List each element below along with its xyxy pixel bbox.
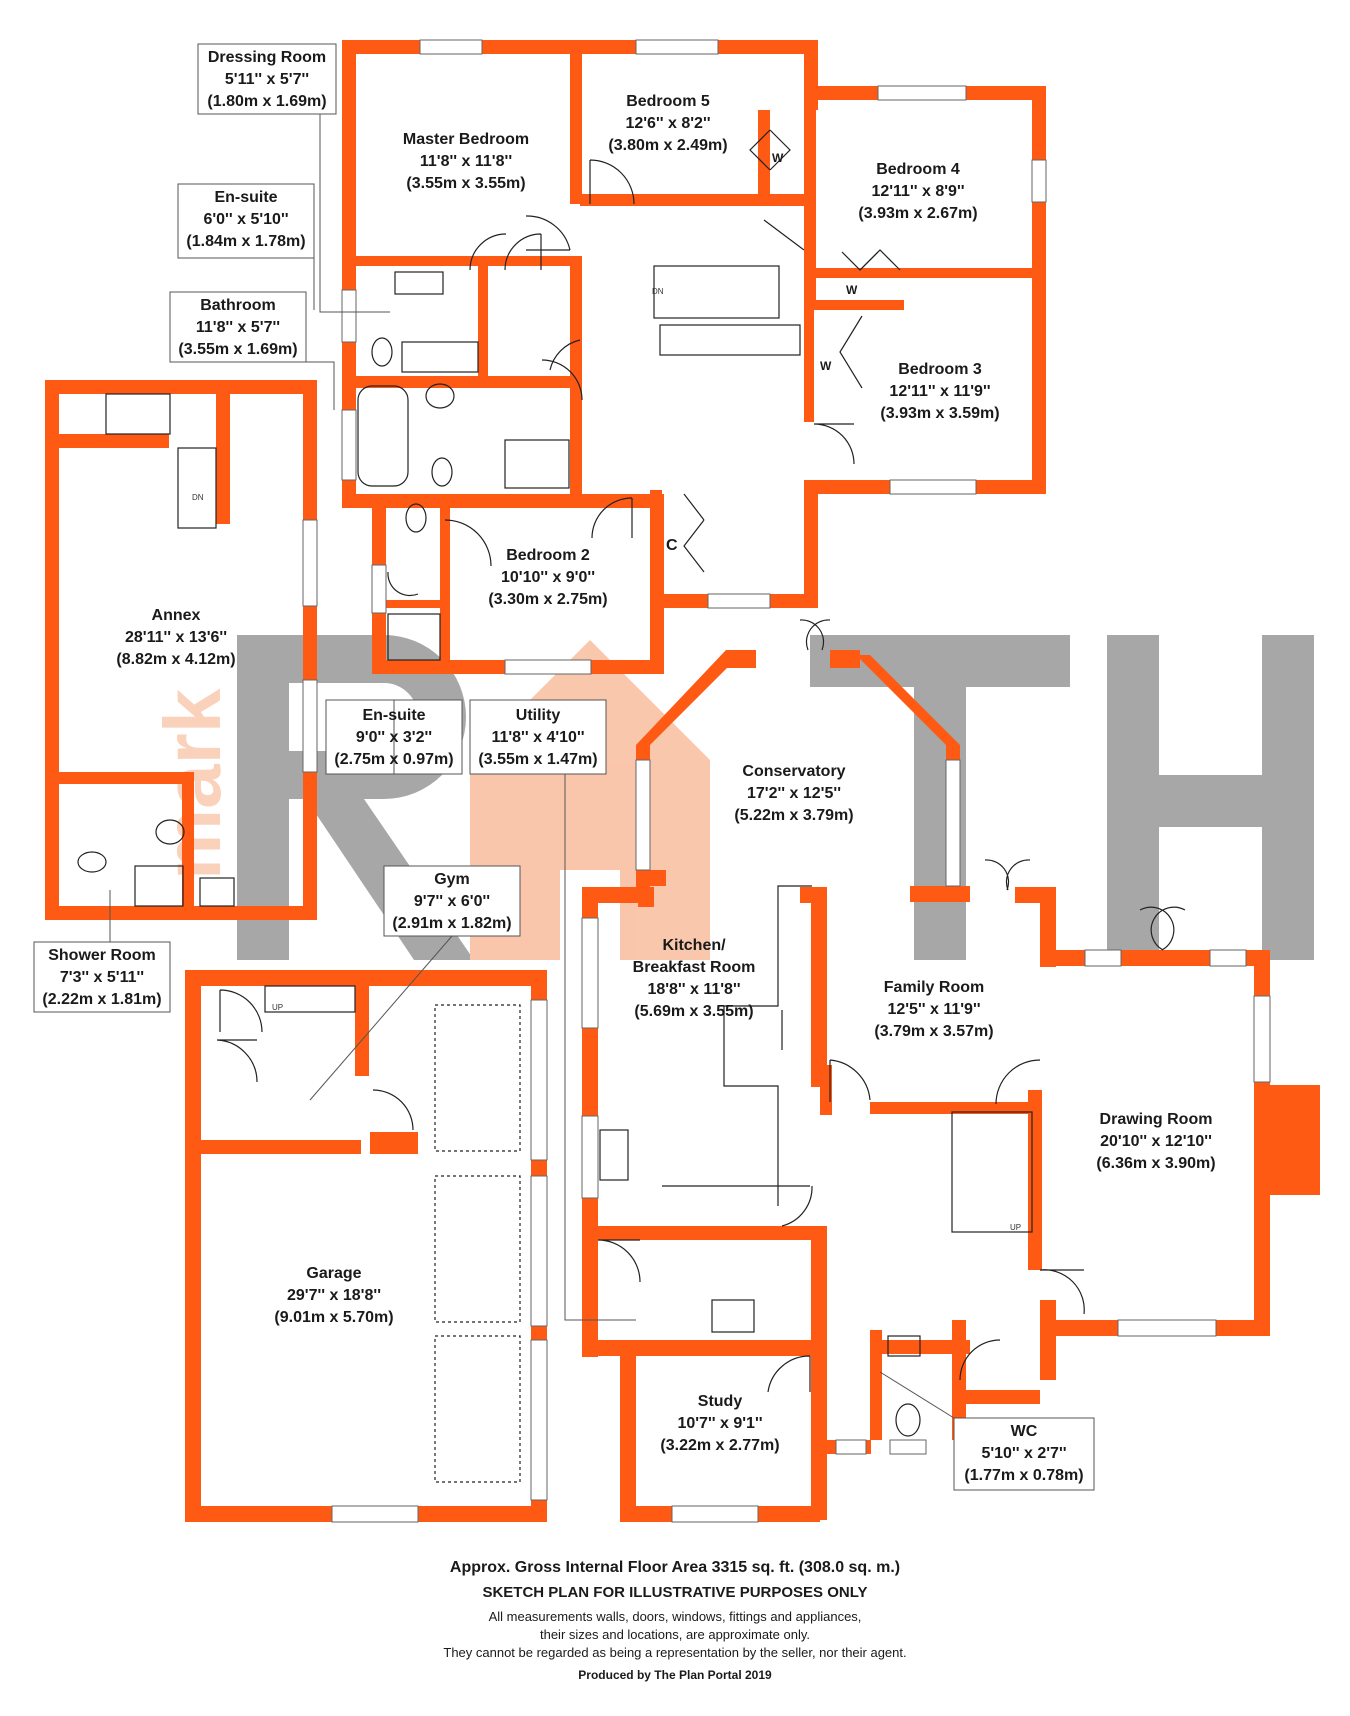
drawing-room-name: Drawing Room: [1100, 1111, 1213, 1128]
ensuite2-imperial: 9'0'' x 3'2'': [356, 729, 432, 746]
floor-area-text: Approx. Gross Internal Floor Area 3315 s…: [449, 1559, 901, 1576]
kitchen-imperial: 18'8'' x 11'8'': [647, 981, 740, 998]
annex-imperial: 28'11'' x 13'6'': [125, 629, 227, 646]
annex-stair-down-mark: DN: [192, 493, 204, 502]
garage-name: Garage: [306, 1265, 361, 1282]
disclaimer: All measurements walls, doors, windows, …: [0, 1608, 1350, 1662]
bedroom4-name: Bedroom 4: [876, 161, 960, 178]
conservatory-imperial: 17'2'' x 12'5'': [747, 785, 841, 802]
kitchen-name-line2: Breakfast Room: [633, 959, 756, 976]
label-boxes: [33, 43, 1095, 1491]
study-metric: (3.22m x 2.77m): [660, 1437, 779, 1454]
drawing-room-metric: (6.36m x 3.90m): [1096, 1155, 1215, 1172]
conservatory-name: Conservatory: [742, 763, 845, 780]
gym-name: Gym: [434, 871, 470, 888]
bedroom3-metric: (3.93m x 3.59m): [880, 405, 999, 422]
produced-by: Produced by The Plan Portal 2019: [578, 1668, 772, 1682]
disclaimer-line-3: They cannot be regarded as being a repre…: [443, 1645, 907, 1660]
kitchen-metric: (5.69m x 3.55m): [634, 1003, 753, 1020]
family-room-metric: (3.79m x 3.57m): [874, 1023, 993, 1040]
bathroom-metric: (3.55m x 1.69m): [178, 341, 297, 358]
wc-name: WC: [1011, 1423, 1038, 1440]
master-bedroom-imperial: 11'8'' x 11'8'': [420, 153, 512, 170]
master-bedroom-name: Master Bedroom: [403, 131, 529, 148]
utility-name: Utility: [516, 707, 561, 724]
bedroom5-metric: (3.80m x 2.49m): [608, 137, 727, 154]
bed3-wardrobe-mark: W: [820, 359, 832, 373]
ensuite1-metric: (1.84m x 1.78m): [186, 233, 305, 250]
garage-imperial: 29'7'' x 18'8'': [287, 1287, 381, 1304]
garage-metric: (9.01m x 5.70m): [274, 1309, 393, 1326]
bedroom5-name: Bedroom 5: [626, 93, 710, 110]
shower-room-imperial: 7'3'' x 5'11'': [60, 969, 144, 986]
dressing-room-name: Dressing Room: [208, 49, 326, 66]
master-bedroom-metric: (3.55m x 3.55m): [406, 175, 525, 192]
bedroom3-imperial: 12'11'' x 11'9'': [889, 383, 990, 400]
study-name: Study: [698, 1393, 743, 1410]
disclaimer-line-2: their sizes and locations, are approxima…: [539, 1627, 810, 1642]
bed5-wardrobe-mark: W: [772, 151, 784, 165]
bedroom2-imperial: 10'10'' x 9'0'': [501, 569, 595, 586]
annex-metric: (8.82m x 4.12m): [116, 651, 235, 668]
dressing-room-metric: (1.80m x 1.69m): [207, 93, 326, 110]
bed4-wardrobe-mark: W: [846, 283, 858, 297]
bedroom4-imperial: 12'11'' x 8'9'': [871, 183, 964, 200]
shower-room-name: Shower Room: [48, 947, 156, 964]
bedroom5-imperial: 12'6'' x 8'2'': [625, 115, 710, 132]
gym-metric: (2.91m x 1.82m): [392, 915, 511, 932]
gym-imperial: 9'7'' x 6'0'': [414, 893, 490, 910]
bathroom-name: Bathroom: [200, 297, 276, 314]
doors-fixtures: [77, 129, 1186, 1483]
leader-lines: [109, 114, 955, 1419]
bathroom-imperial: 11'8'' x 5'7'': [196, 319, 280, 336]
wc-imperial: 5'10'' x 2'7'': [981, 1445, 1066, 1462]
study-imperial: 10'7'' x 9'1'': [677, 1415, 762, 1432]
kitchen-name: Kitchen/: [662, 937, 726, 954]
cupboard-mark: C: [666, 537, 678, 554]
bedroom3-name: Bedroom 3: [898, 361, 982, 378]
sketch-notice: SKETCH PLAN FOR ILLUSTRATIVE PURPOSES ON…: [482, 1584, 868, 1601]
watermark-logo: mark: [148, 635, 1314, 960]
conservatory-metric: (5.22m x 3.79m): [734, 807, 853, 824]
disclaimer-line-1: All measurements walls, doors, windows, …: [488, 1609, 862, 1624]
ensuite2-name: En-suite: [362, 707, 425, 724]
hall-stair-up-mark: UP: [1010, 1223, 1021, 1232]
family-room-name: Family Room: [884, 979, 984, 996]
dressing-room-imperial: 5'11'' x 5'7'': [225, 71, 309, 88]
bedroom2-metric: (3.30m x 2.75m): [488, 591, 607, 608]
ensuite1-imperial: 6'0'' x 5'10'': [203, 211, 288, 228]
bedroom2-name: Bedroom 2: [506, 547, 590, 564]
utility-metric: (3.55m x 1.47m): [478, 751, 597, 768]
wc-metric: (1.77m x 0.78m): [964, 1467, 1083, 1484]
utility-imperial: 11'8'' x 4'10'': [491, 729, 584, 746]
windows: [302, 39, 1271, 1523]
ensuite1-name: En-suite: [214, 189, 277, 206]
family-room-imperial: 12'5'' x 11'9'': [887, 1001, 980, 1018]
garage-stair-up-mark: UP: [272, 1003, 283, 1012]
ensuite2-metric: (2.75m x 0.97m): [334, 751, 453, 768]
drawing-room-imperial: 20'10'' x 12'10'': [1100, 1133, 1212, 1150]
stair-down-mark: DN: [652, 287, 664, 296]
shower-room-metric: (2.22m x 1.81m): [42, 991, 161, 1008]
bedroom4-metric: (3.93m x 2.67m): [858, 205, 977, 222]
annex-name: Annex: [152, 607, 201, 624]
